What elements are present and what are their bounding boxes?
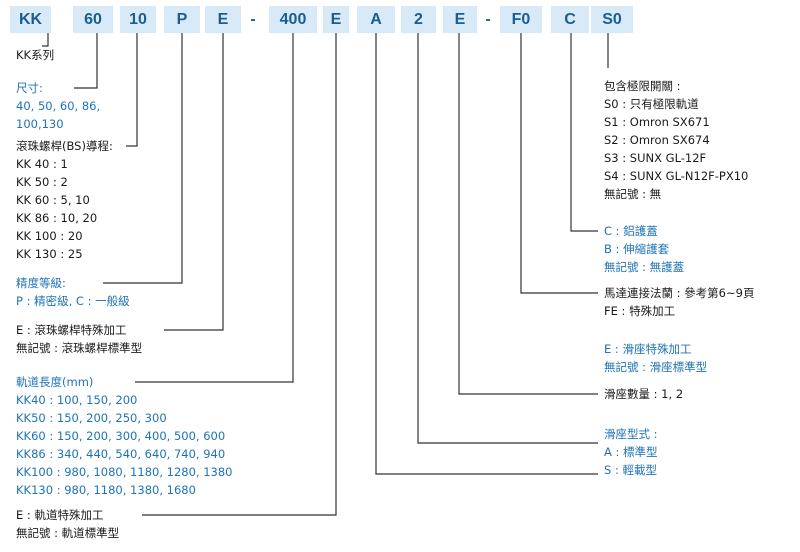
code-segment-precision: P (164, 6, 200, 33)
code-segment-slider-type: A (357, 6, 395, 33)
note-size: 尺寸: 40, 50, 60, 86, 100,130 (16, 79, 100, 133)
note-line: 馬達連接法蘭 : 參考第6~9頁 (604, 286, 755, 300)
note-line: KK 86 : 10, 20 (16, 211, 98, 225)
code-segment-size: 60 (73, 6, 113, 33)
note-line: 無記號 : 無 (604, 187, 662, 201)
code-segment-lead: 10 (120, 6, 156, 33)
note-line: 無記號 : 無護蓋 (604, 260, 685, 274)
code-segment-rail-special: E (323, 6, 349, 33)
note-line: KK 60 : 5, 10 (16, 193, 90, 207)
note-limit-switch: 包含極限開關 : S0 : 只有極限軌道 S1 : Omron SX671 S2… (604, 77, 748, 203)
note-line: E : 滑座特殊加工 (604, 342, 692, 356)
note-line: KK50 : 150, 200, 250, 300 (16, 411, 167, 425)
note-line: B : 伸縮護套 (604, 242, 670, 256)
note-line: P : 精密級, C : 一般級 (16, 294, 130, 308)
note-ballscrew-special: E : 滾珠螺桿特殊加工 無記號 : 滾珠螺桿標準型 (16, 321, 142, 357)
code-segment-ballscrew-special: E (205, 6, 241, 33)
note-line: 100,130 (16, 117, 64, 131)
note-title: 軌道長度(mm) (16, 375, 94, 389)
note-line: A : 標準型 (604, 445, 658, 459)
code-dash: - (250, 10, 256, 28)
note-line: KK100 : 980, 1080, 1180, 1280, 1380 (16, 465, 233, 479)
note-line: S4 : SUNX GL-N12F-PX10 (604, 169, 749, 183)
note-motor-flange: 馬達連接法蘭 : 參考第6~9頁 FE : 特殊加工 (604, 284, 754, 320)
note-line: KK60 : 150, 200, 300, 400, 500, 600 (16, 429, 226, 443)
note-line: KK86 : 340, 440, 540, 640, 740, 940 (16, 447, 226, 461)
note-line: S0 : 只有極限軌道 (604, 97, 699, 111)
note-line: E : 滾珠螺桿特殊加工 (16, 323, 127, 337)
note-rail-length: 軌道長度(mm) KK40 : 100, 150, 200 KK50 : 150… (16, 373, 232, 499)
note-title: 滾珠螺桿(BS)導程: (16, 139, 113, 153)
note-line: S3 : SUNX GL-12F (604, 151, 707, 165)
note-line: KK 40 : 1 (16, 157, 68, 171)
note-slider-special: E : 滑座特殊加工 無記號 : 滑座標準型 (604, 340, 707, 376)
code-segment-kk: KK (10, 6, 51, 33)
note-line: 無記號 : 軌道標準型 (16, 526, 120, 540)
note-slider-type: 滑座型式 : A : 標準型 S : 輕載型 (604, 425, 658, 479)
code-segment-rail-length: 400 (269, 6, 317, 33)
code-dash: - (485, 10, 491, 28)
code-segment-limit-switch: S0 (591, 6, 633, 33)
note-line: KK 100 : 20 (16, 229, 83, 243)
note-precision: 精度等級: P : 精密級, C : 一般級 (16, 274, 130, 310)
code-segment-slider-special: E (443, 6, 477, 33)
note-line: C : 鋁護蓋 (604, 224, 658, 238)
note-lead: 滾珠螺桿(BS)導程: KK 40 : 1 KK 50 : 2 KK 60 : … (16, 137, 113, 263)
note-line: 40, 50, 60, 86, (16, 99, 101, 113)
code-segment-slider-count: 2 (401, 6, 436, 33)
note-line: KK系列 (16, 48, 55, 62)
code-segment-motor-flange: F0 (500, 6, 542, 33)
note-line: S1 : Omron SX671 (604, 115, 710, 129)
note-series: KK系列 (16, 46, 54, 64)
note-title: 滑座型式 : (604, 427, 658, 441)
note-line: 無記號 : 滑座標準型 (604, 360, 708, 374)
note-cover: C : 鋁護蓋 B : 伸縮護套 無記號 : 無護蓋 (604, 222, 684, 276)
note-line: KK130 : 980, 1180, 1380, 1680 (16, 483, 196, 497)
note-title: 包含極限開關 : (604, 79, 681, 93)
note-slider-count: 滑座數量 : 1, 2 (604, 385, 683, 403)
note-title: 尺寸: (16, 81, 43, 95)
note-title: 精度等級: (16, 276, 66, 290)
note-line: KK40 : 100, 150, 200 (16, 393, 138, 407)
code-segment-cover: C (551, 6, 589, 33)
note-rail-special: E : 軌道特殊加工 無記號 : 軌道標準型 (16, 506, 119, 542)
note-line: S : 輕載型 (604, 463, 657, 477)
note-line: KK 50 : 2 (16, 175, 68, 189)
note-line: 滑座數量 : 1, 2 (604, 387, 684, 401)
note-line: 無記號 : 滾珠螺桿標準型 (16, 341, 143, 355)
note-line: KK 130 : 25 (16, 247, 83, 261)
note-line: S2 : Omron SX674 (604, 133, 710, 147)
note-line: E : 軌道特殊加工 (16, 508, 104, 522)
note-line: FE : 特殊加工 (604, 304, 676, 318)
